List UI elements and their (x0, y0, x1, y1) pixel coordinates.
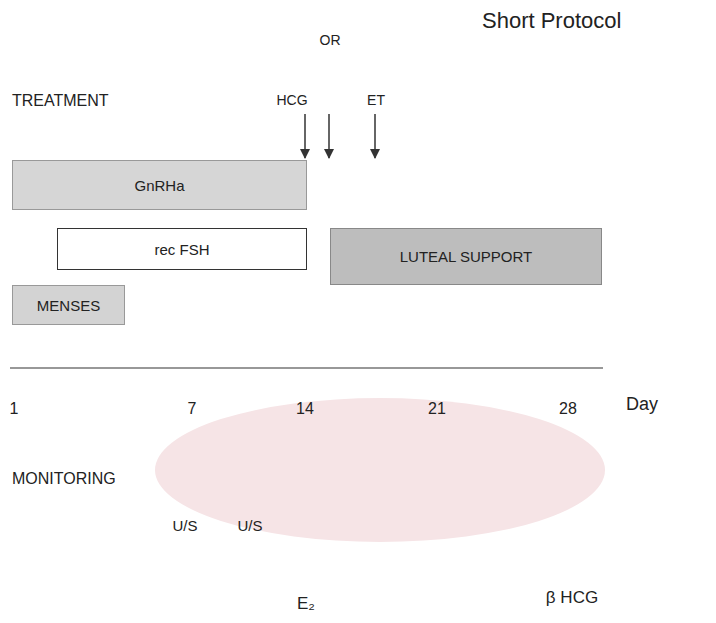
section-label: TREATMENT (12, 92, 109, 110)
monitor-label: E₂ (297, 594, 315, 614)
et-arrow (374, 114, 376, 158)
day-number: 7 (188, 400, 197, 418)
day-number: 21 (428, 400, 446, 418)
time-axis (10, 367, 603, 368)
day-number: 14 (296, 400, 314, 418)
monitor-label: U/S (172, 517, 197, 534)
hcg-arrow (304, 114, 306, 158)
axis-label: Day (626, 394, 658, 415)
section-label: MONITORING (12, 470, 116, 488)
monitor-label: β HCG (546, 588, 598, 608)
event-label: HCG (276, 92, 307, 108)
option-label: OR (320, 32, 341, 48)
bar-label: MENSES (37, 297, 100, 314)
bar-label: LUTEAL SUPPORT (400, 248, 533, 265)
drug-bar: GnRHa (12, 160, 307, 210)
bar-label: rec FSH (154, 241, 209, 258)
bar-label: GnRHa (134, 177, 184, 194)
monitor-label: U/S (237, 517, 262, 534)
drug-bar: rec FSH (57, 228, 307, 270)
menses-bar: MENSES (12, 285, 125, 325)
support-bar: LUTEAL SUPPORT (330, 228, 602, 285)
or-arrow (328, 114, 330, 158)
event-label: ET (367, 92, 385, 108)
day-number: 28 (559, 400, 577, 418)
watermark-seal (155, 398, 605, 542)
diagram-title: Short Protocol (482, 8, 621, 33)
day-number: 1 (10, 400, 19, 418)
